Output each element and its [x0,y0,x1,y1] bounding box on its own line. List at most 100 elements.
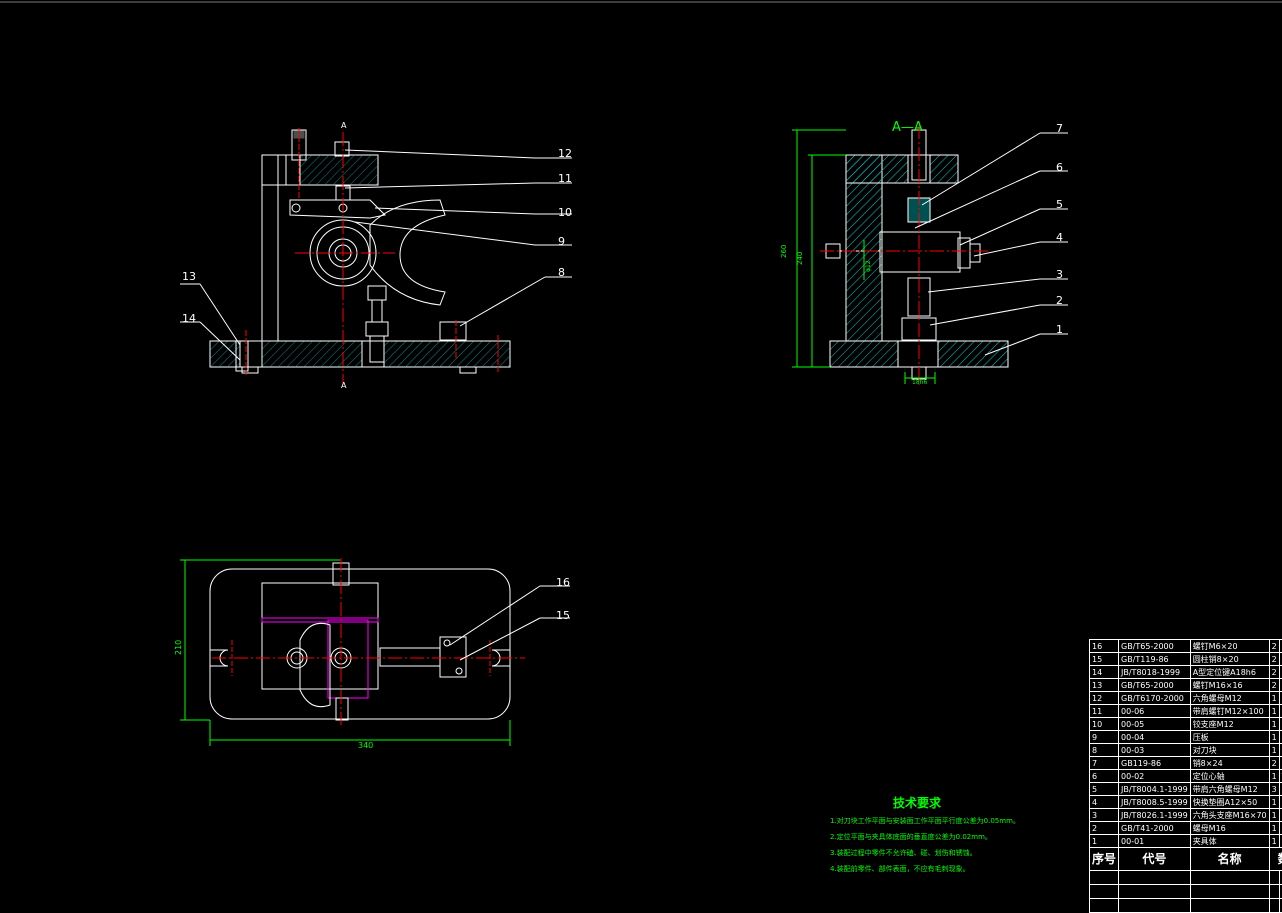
section-title: A—A [892,120,923,135]
bom-cell-name: 螺钉M16×16 [1190,679,1269,692]
bom-cell-no: 5 [1090,783,1119,796]
title-block-cell [1090,899,1119,913]
bom-cell-name: 带肩螺钉M12×100 [1190,705,1269,718]
title-block-cell [1269,871,1279,885]
bom-cell-qty: 1 [1269,835,1279,848]
bom-row: 2GB/T41-2000螺母M16145 [1090,822,1282,835]
bom-cell-no: 6 [1090,770,1119,783]
title-block-row [1090,899,1282,913]
bom-cell-code: 00-05 [1119,718,1191,731]
bom-row: 100-01夹具体1HT200 [1090,835,1282,848]
title-block-cell [1119,871,1191,885]
bom-cell-name: 铰支座M12 [1190,718,1269,731]
balloon-2: 2 [1056,294,1063,307]
bom-row: 600-02定位心轴1T8A [1090,770,1282,783]
bom-cell-code: 00-06 [1119,705,1191,718]
bom-cell-qty: 2 [1269,640,1279,653]
title-block-cell [1190,885,1269,899]
balloon-13: 13 [182,270,196,283]
balloon-9: 9 [558,235,565,248]
bom-cell-name: 螺母M16 [1190,822,1269,835]
bom-cell-qty: 1 [1269,809,1279,822]
tech-title: 技术要求 [893,795,1083,811]
bom-cell-no: 11 [1090,705,1119,718]
bom-header-qty: 数量 [1269,848,1282,871]
bom-cell-no: 2 [1090,822,1119,835]
bom-cell-code: JB/T8004.1-1999 [1119,783,1191,796]
title-block-cell [1119,899,1191,913]
bom-cell-code: 00-02 [1119,770,1191,783]
bom-cell-name: 对刀块 [1190,744,1269,757]
bom-cell-name: 销8×24 [1190,757,1269,770]
bom-cell-name: 圆柱销8×20 [1190,653,1269,666]
bom-cell-qty: 3 [1269,783,1279,796]
bom-cell-qty: 1 [1269,796,1279,809]
bom-cell-name: 快换垫圈A12×50 [1190,796,1269,809]
section-mark-bottom: A [341,381,347,390]
bom-cell-no: 1 [1090,835,1119,848]
bom-header-name: 名称 [1190,848,1269,871]
bom-cell-no: 15 [1090,653,1119,666]
dim-phi18: 18h6 [912,379,927,386]
bom-cell-code: JB/T8018-1999 [1119,666,1191,679]
bom-cell-code: 00-04 [1119,731,1191,744]
title-block-cell [1119,885,1191,899]
tech-item-2: 2.定位平面与夹具体底面的垂直度公差为0.02mm。 [830,829,1020,845]
bom-cell-code: GB/T6170-2000 [1119,692,1191,705]
bom-cell-qty: 1 [1269,705,1279,718]
dim-340: 340 [358,741,373,750]
title-block-cell [1190,871,1269,885]
bom-cell-name: 螺钉M6×20 [1190,640,1269,653]
bom-cell-no: 9 [1090,731,1119,744]
bom-cell-code: JB/T8026.1-1999 [1119,809,1191,822]
bom-cell-no: 3 [1090,809,1119,822]
bom-cell-qty: 1 [1269,770,1279,783]
bom-cell-code: GB/T65-2000 [1119,679,1191,692]
bom-cell-code: 00-01 [1119,835,1191,848]
bom-cell-name: 夹具体 [1190,835,1269,848]
bom-cell-name: 六角螺母M12 [1190,692,1269,705]
bom-cell-qty: 1 [1269,692,1279,705]
bom-cell-qty: 1 [1269,822,1279,835]
bom-cell-code: JB/T8008.5-1999 [1119,796,1191,809]
balloon-3: 3 [1056,268,1063,281]
title-block-row [1090,885,1282,899]
bom-header: 序号代号名称数量 [1090,848,1282,871]
bom-row: 900-04压板145 [1090,731,1282,744]
balloon-14: 14 [182,312,196,325]
bom-cell-code: GB/T41-2000 [1119,822,1191,835]
bom-cell-no: 13 [1090,679,1119,692]
balloon-12: 12 [558,147,572,160]
bom-cell-code: GB119-86 [1119,757,1191,770]
balloon-1: 1 [1056,323,1063,336]
bom-cell-code: GB/T65-2000 [1119,640,1191,653]
bom-cell-qty: 2 [1269,653,1279,666]
bom-cell-no: 8 [1090,744,1119,757]
bom-header-code: 代号 [1119,848,1191,871]
bom-cell-name: 定位心轴 [1190,770,1269,783]
bom-cell-name: 带肩六角螺母M12 [1190,783,1269,796]
bom-cell-code: 00-03 [1119,744,1191,757]
balloon-4: 4 [1056,231,1063,244]
bom-table: 16GB/T65-2000螺钉M6×2024515GB/T119-86圆柱销8×… [1089,639,1282,913]
balloon-6: 6 [1056,161,1063,174]
bom-cell-name: 六角头支座M16×70 [1190,809,1269,822]
balloon-10: 10 [558,206,572,219]
bom-cell-qty: 1 [1269,744,1279,757]
bom-cell-no: 10 [1090,718,1119,731]
balloon-11: 11 [558,172,572,185]
section-mark-top: A [341,121,347,130]
balloon-15: 15 [556,609,570,622]
bom-cell-qty: 1 [1269,731,1279,744]
tech-item-4: 4.装配前零件、部件表面，不应有毛刺现象。 [830,861,1020,877]
bom-cell-no: 14 [1090,666,1119,679]
bom-cell-qty: 2 [1269,666,1279,679]
title-block-cell [1090,871,1119,885]
front-view [210,130,510,373]
